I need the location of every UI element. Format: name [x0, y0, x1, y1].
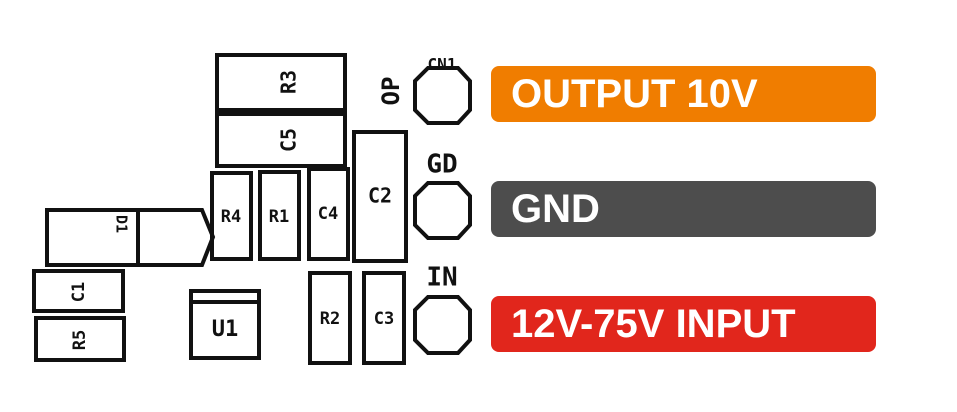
pad-gd [413, 181, 472, 240]
banner-output: OUTPUT 10V [491, 66, 876, 122]
pad-op [413, 66, 472, 125]
label-r3: R3 [277, 70, 301, 94]
connector-cn1: CN1 OP GD IN [377, 55, 472, 355]
component-c4: C4 [307, 167, 350, 261]
connector-name: CN1 [428, 55, 457, 74]
component-c2: C2 [352, 130, 408, 263]
pin-label-gd: GD [426, 150, 457, 180]
component-r3: R3 [215, 53, 347, 112]
label-c2: C2 [368, 184, 392, 208]
label-c3: C3 [374, 309, 394, 329]
label-r2: R2 [320, 309, 340, 329]
component-u1: U1 [189, 289, 261, 360]
pin-label-op: OP [377, 77, 405, 106]
label-r1: R1 [269, 207, 289, 227]
component-r5: R5 [34, 316, 126, 362]
component-c1: C1 [32, 269, 125, 313]
label-c4: C4 [318, 204, 338, 224]
banner-gnd: GND [491, 181, 876, 237]
pin-label-in: IN [426, 263, 457, 293]
component-c5: C5 [215, 112, 347, 168]
pad-in [413, 295, 472, 355]
banner-input: 12V-75V INPUT [491, 296, 876, 352]
label-r4: R4 [221, 207, 241, 227]
label-r5: R5 [70, 330, 90, 350]
component-r2: R2 [308, 271, 352, 365]
component-d1: D1 [45, 208, 216, 267]
label-u1: U1 [212, 317, 239, 342]
label-c5: C5 [277, 128, 301, 152]
component-r4: R4 [210, 171, 253, 261]
component-c3: C3 [362, 271, 406, 365]
component-r1: R1 [258, 170, 301, 261]
label-c1: C1 [69, 282, 89, 302]
label-d1: D1 [113, 215, 131, 233]
